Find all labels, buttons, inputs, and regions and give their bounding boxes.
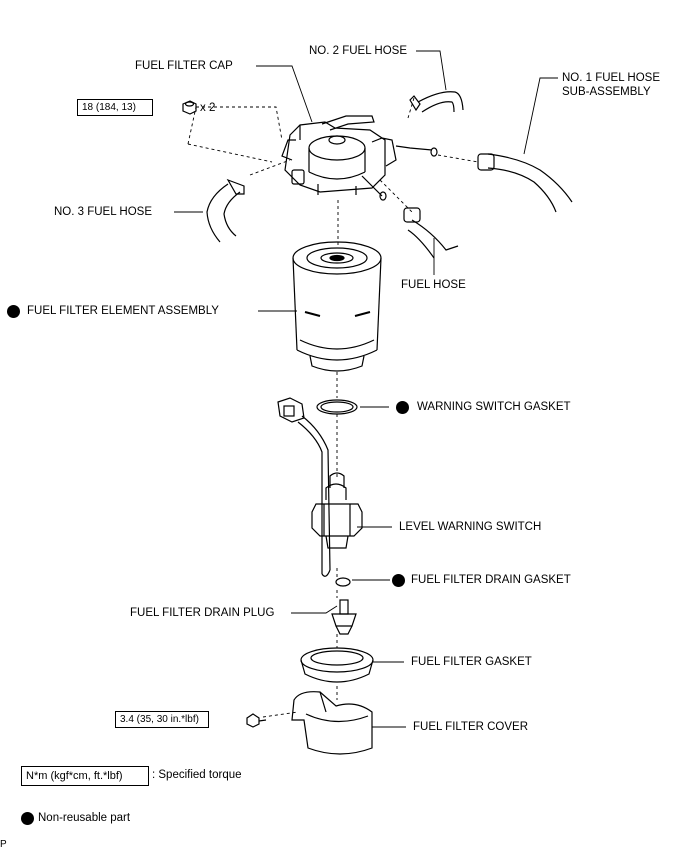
label-no2-fuel-hose: NO. 2 FUEL HOSE [309, 45, 407, 57]
legend-nonreusable-dot [21, 812, 34, 825]
alignment-dashes [187, 97, 479, 718]
label-fuel-filter-gasket: FUEL FILTER GASKET [411, 656, 532, 668]
label-fuel-filter-drain-gasket: FUEL FILTER DRAIN GASKET [411, 574, 571, 586]
cap-bolt-drawing [182, 100, 197, 115]
label-fuel-filter-cover: FUEL FILTER COVER [413, 721, 529, 733]
torque-cap-bolt: 18 (184, 13) [77, 99, 153, 116]
legend-nonreusable-desc: Non-reusable part [38, 812, 131, 824]
fuel-filter-cap-drawing [281, 115, 438, 201]
legend-torque-unit-box: N*m (kgf*cm, ft.*lbf) [21, 766, 149, 786]
label-no3-fuel-hose: NO. 3 FUEL HOSE [54, 206, 152, 218]
torque-cover-bolt: 3.4 (35, 30 in.*lbf) [115, 711, 209, 728]
cap-bolt-quantity: x 2 [200, 102, 216, 114]
leader-lines [174, 50, 558, 728]
nonreusable-dot-element [7, 305, 20, 318]
fuel-filter-cover-drawing [246, 691, 373, 755]
label-warning-switch-gasket: WARNING SWITCH GASKET [417, 401, 571, 413]
fuel-hose-drawing [403, 207, 459, 259]
label-level-warning-switch: LEVEL WARNING SWITCH [399, 521, 542, 533]
nonreusable-dot-drain-gasket [392, 574, 405, 587]
label-no1-fuel-hose: NO. 1 FUEL HOSE [562, 72, 660, 84]
label-fuel-hose: FUEL HOSE [401, 279, 466, 291]
label-fuel-filter-cap: FUEL FILTER CAP [135, 60, 233, 72]
no1-fuel-hose-drawing [477, 153, 573, 213]
label-fuel-filter-drain-plug: FUEL FILTER DRAIN PLUG [130, 607, 275, 619]
no3-fuel-hose-drawing [206, 178, 245, 243]
drain-gasket-drawing [335, 577, 351, 587]
corner-letter: P [0, 839, 7, 850]
fuel-filter-element-drawing [292, 241, 382, 372]
label-fuel-filter-element: FUEL FILTER ELEMENT ASSEMBLY [27, 305, 219, 317]
legend-torque-desc: : Specified torque [152, 769, 242, 781]
no2-fuel-hose-drawing [409, 91, 464, 113]
level-warning-switch-drawing [277, 397, 363, 577]
fuel-filter-gasket-drawing [300, 647, 374, 683]
nonreusable-dot-warning-gasket [396, 401, 409, 414]
label-no1-fuel-hose-sub: SUB-ASSEMBLY [562, 86, 651, 98]
warning-switch-gasket-drawing [316, 399, 358, 415]
drain-plug-drawing [331, 599, 357, 635]
